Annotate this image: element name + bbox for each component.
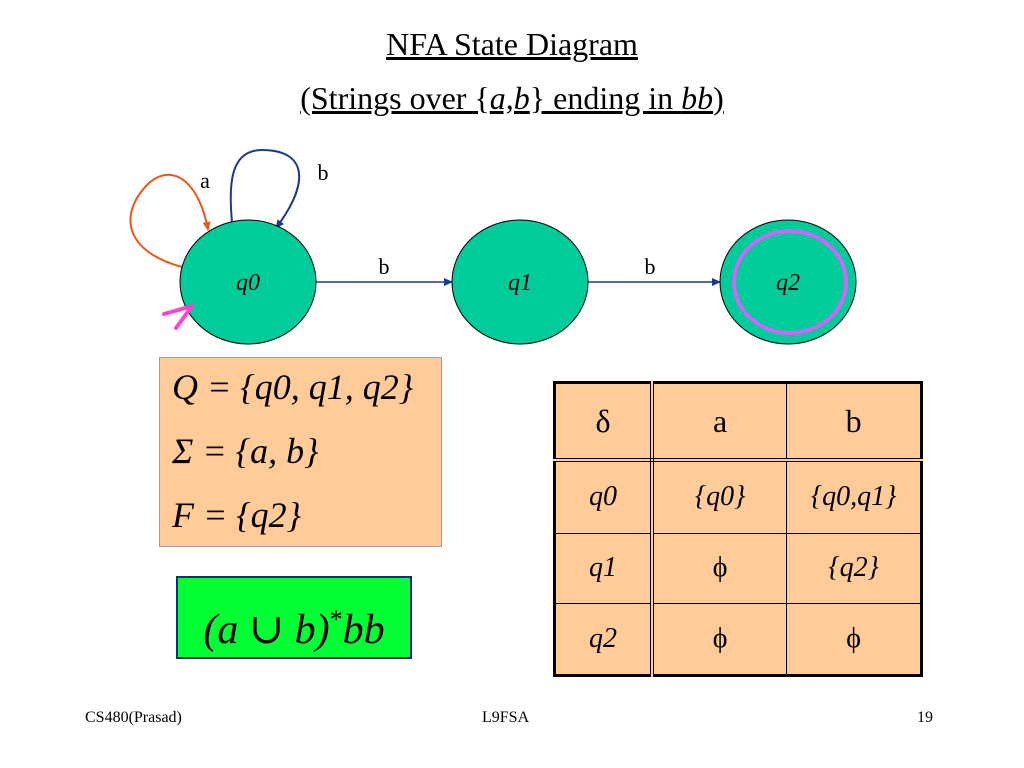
state-q2-circle: [719, 219, 857, 345]
loop-a-arrow: [129, 173, 211, 268]
table-header-row: δ a b: [554, 382, 922, 462]
slide-title: NFA State Diagram: [386, 26, 638, 62]
accept-ring: [732, 229, 848, 335]
alphabet-set: Σ = {a, b}: [172, 431, 319, 471]
subtitle-suffix: bb: [681, 80, 714, 116]
header-a: a: [651, 382, 788, 462]
footer-page-number: 19: [917, 709, 933, 726]
table-row: q1 ϕ {q2}: [554, 532, 922, 604]
regex-main: (a ∪ b): [203, 607, 330, 653]
header-delta: δ: [554, 382, 654, 462]
final-states-set: F = {q2}: [172, 495, 302, 535]
start-arrow-icon: [162, 304, 194, 330]
cell-value: {q2}: [786, 532, 922, 604]
cell-value: ϕ: [651, 602, 788, 677]
states-set: Q = {q0, q1, q2}: [172, 367, 414, 407]
footer-course: CS480(Prasad): [85, 709, 182, 726]
table-row: q0 {q0} {q0,q1}: [554, 459, 922, 534]
row-state: q2: [554, 602, 654, 677]
footer-topic: L9FSA: [482, 709, 530, 726]
state-q2-label: q2: [776, 270, 800, 296]
formal-definition-box: Q = {q0, q1, q2} Σ = {a, b} F = {q2}: [159, 357, 442, 547]
loop-b-label: b: [318, 160, 329, 185]
row-state: q0: [554, 459, 654, 534]
regular-expression-box: (a ∪ b)*bb: [176, 576, 412, 659]
state-q0-circle: [179, 219, 317, 345]
state-q1-label: q1: [508, 270, 532, 296]
regex-tail: bb: [342, 607, 385, 653]
regex-star: *: [329, 605, 343, 634]
transition-table: δ a b q0 {q0} {q0,q1} q1 ϕ {q2} q2 ϕ ϕ: [553, 381, 923, 677]
header-b: b: [786, 382, 922, 462]
cell-value: ϕ: [786, 602, 922, 677]
cell-value: {q0,q1}: [786, 459, 922, 534]
table-row: q2 ϕ ϕ: [554, 602, 922, 677]
row-state: q1: [554, 532, 654, 604]
subtitle-middle: } ending in: [529, 80, 682, 116]
loop-b-arrow: [229, 148, 301, 229]
slide-subtitle: (Strings over {a,b} ending in bb): [0, 82, 1024, 114]
cell-value: ϕ: [651, 532, 788, 604]
cell-value: {q0}: [651, 459, 788, 534]
edge-q1-q2-label: b: [645, 254, 656, 279]
subtitle-prefix: (Strings over {: [300, 80, 490, 116]
edge-q0-q1-label: b: [379, 254, 390, 279]
nfa-state-diagram: a b b b q0 q1 q2: [129, 148, 857, 345]
subtitle-alphabet: a,b: [489, 80, 530, 116]
subtitle-close: ): [713, 80, 724, 116]
loop-a-label: a: [200, 168, 210, 193]
state-q0-label: q0: [236, 270, 260, 296]
state-q1-circle: [451, 219, 589, 345]
